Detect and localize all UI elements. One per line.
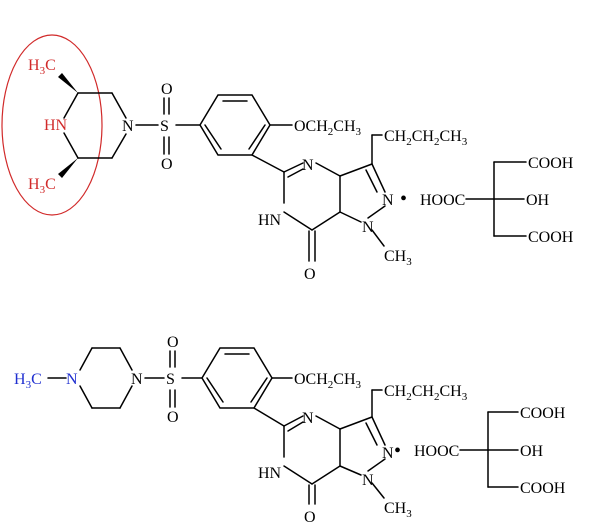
citrate-hooc-label: HOOC — [414, 443, 459, 460]
ethoxy-label: OCH2CH3 — [294, 118, 362, 138]
sulfonyl-s-label: S — [166, 371, 175, 388]
piperazine-n-label: N — [122, 118, 134, 135]
ring-n-top-label: N — [302, 410, 314, 427]
nh-label: HN — [44, 117, 68, 134]
citrate-oh-label: OH — [520, 443, 544, 460]
ring-n-right-label: N — [382, 445, 394, 462]
ring-n-right-label: N — [382, 192, 394, 209]
benzene-ring-top — [199, 94, 293, 173]
structure-top: H3C HN H3C N S O O OCH2CH3 — [1, 34, 574, 283]
methyl-label: CH3 — [384, 500, 412, 520]
ch3-top-label: H3C — [28, 57, 56, 77]
citrate-cooh-top-label: COOH — [520, 405, 566, 422]
citrate-oh-label: OH — [526, 192, 550, 209]
sulfonyl-o-bottom-label: O — [161, 156, 173, 173]
citrate-cooh-top-label: COOH — [528, 155, 574, 172]
propyl-label: CH2CH2CH3 — [384, 128, 468, 148]
carbonyl-o-label: O — [304, 266, 316, 283]
sulfonyl-o-top-label: O — [161, 81, 173, 98]
citrate-bonds-top — [465, 161, 527, 237]
fused-ring-bottom — [283, 389, 386, 505]
sulfonyl-s-label: S — [160, 118, 169, 135]
salt-dot: • — [394, 440, 401, 462]
methyl-label: CH3 — [384, 248, 412, 268]
ch3-bottom-label: H3C — [28, 176, 56, 196]
structure-bottom: H3C N N S O O — [14, 334, 566, 526]
sulfonyl-bonds-top — [163, 97, 201, 155]
ring-n-methyl-label: N — [362, 472, 374, 489]
piperazine-n-right-label: N — [131, 371, 143, 388]
highlight-ellipse — [1, 34, 103, 216]
citrate-cooh-bottom-label: COOH — [528, 229, 574, 246]
ring-nh-label: HN — [258, 465, 282, 482]
h3c-n-label: H3C — [14, 371, 42, 391]
piperazine-n-left-label: N — [66, 371, 78, 388]
sulfonyl-bonds-bottom — [169, 350, 203, 408]
citrate-bonds-bottom — [459, 411, 519, 488]
salt-dot: • — [400, 188, 407, 210]
ring-nh-label: HN — [258, 212, 282, 229]
ring-n-methyl-label: N — [362, 219, 374, 236]
citrate-hooc-label: HOOC — [420, 192, 465, 209]
piperazine-bonds-bottom — [79, 347, 165, 409]
sulfonyl-o-top-label: O — [167, 334, 179, 351]
propyl-label: CH2CH2CH3 — [384, 383, 468, 403]
ethoxy-label: OCH2CH3 — [294, 371, 362, 391]
benzene-ring-bottom — [201, 347, 293, 427]
sulfonyl-o-bottom-label: O — [167, 409, 179, 426]
carbonyl-o-label: O — [304, 509, 316, 526]
piperazine-bonds-top — [58, 73, 159, 178]
ring-n-top-label: N — [302, 157, 314, 174]
fused-ring-top — [283, 134, 386, 262]
citrate-cooh-bottom-label: COOH — [520, 480, 566, 497]
